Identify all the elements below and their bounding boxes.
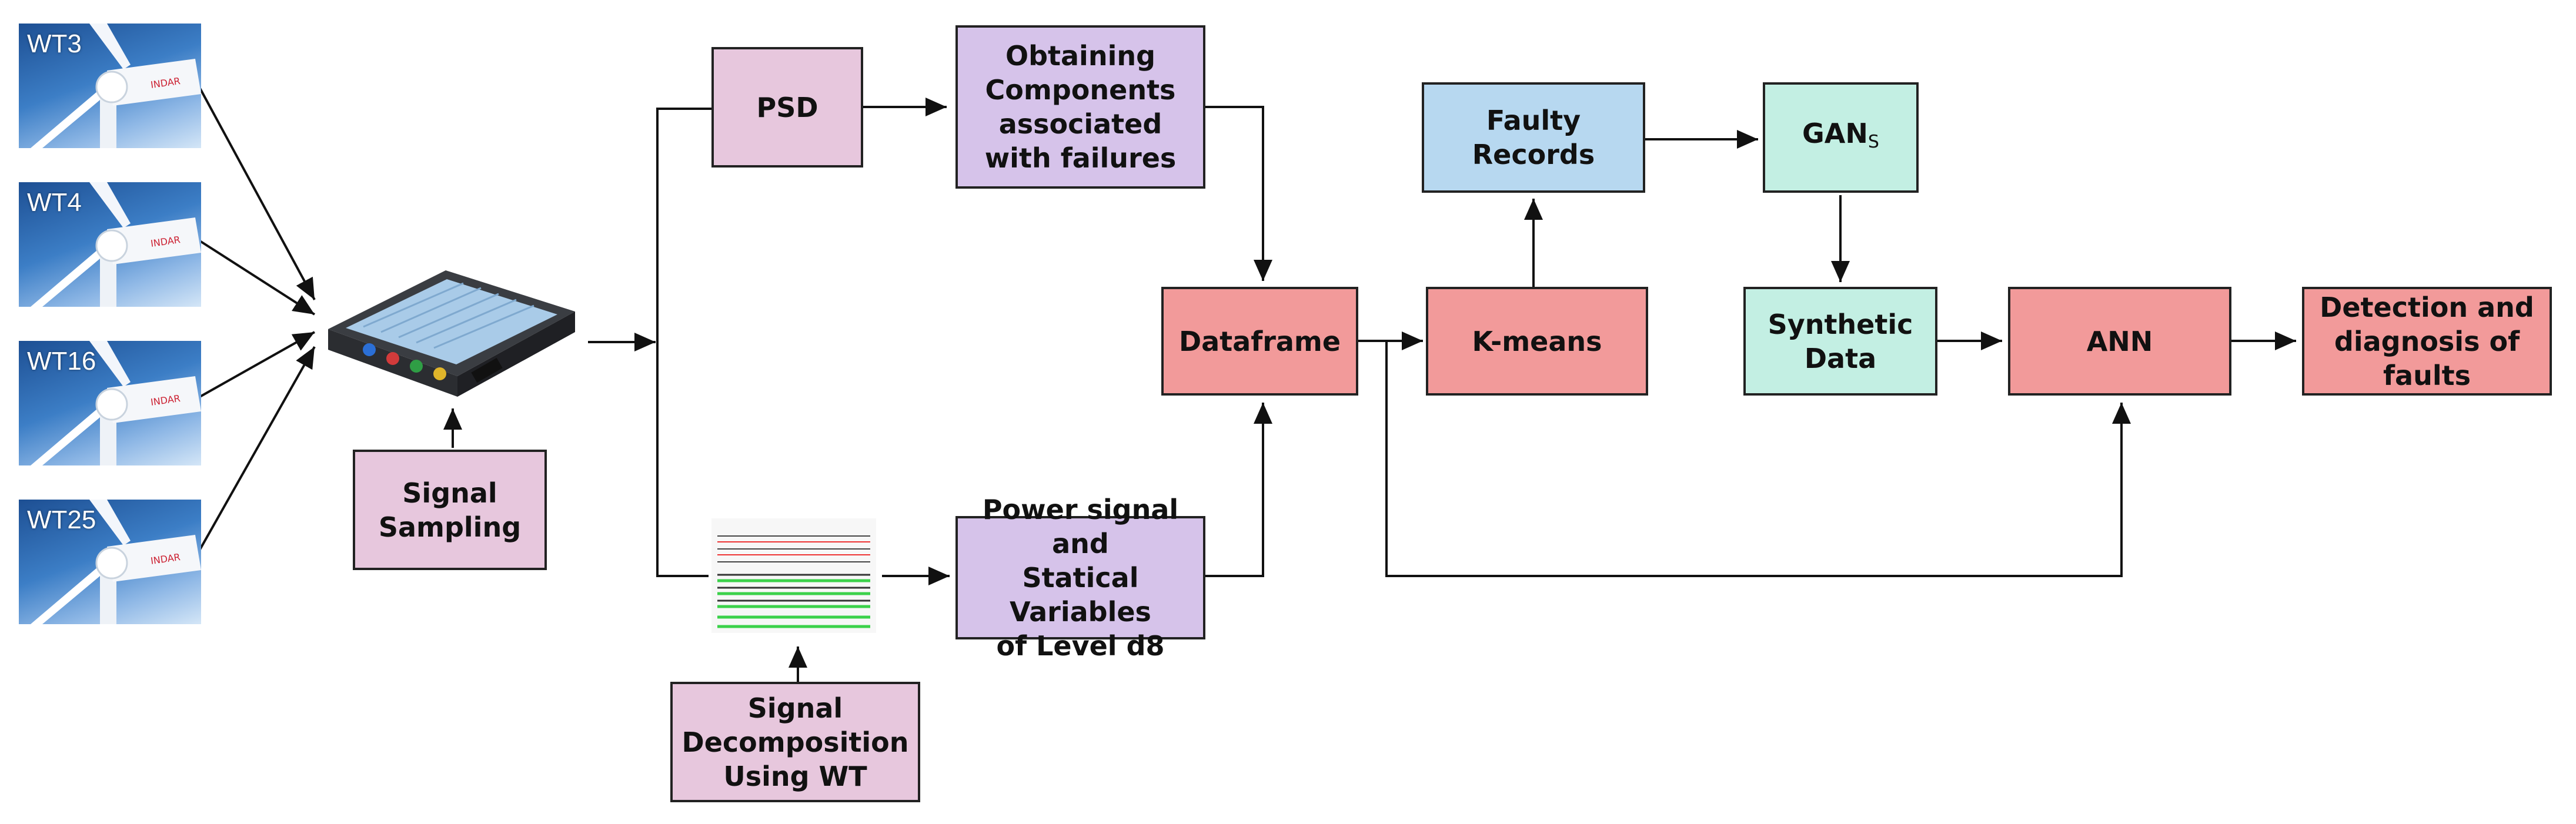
gans-subscript-text: S xyxy=(1867,131,1879,152)
wind-turbine-icon: INDAR xyxy=(31,24,201,148)
gans-label: GANS xyxy=(1802,116,1879,159)
dataframe-box: Dataframe xyxy=(1161,287,1358,396)
arrow-wt3-to-sampler xyxy=(199,88,316,300)
obtaining-components-label: Obtaining Components associated with fai… xyxy=(984,40,1177,174)
ann-box: ANN xyxy=(2008,287,2231,396)
faulty-records-label: Faulty Records xyxy=(1472,105,1595,170)
wind-turbine-icon: INDAR xyxy=(31,341,201,465)
obtaining-components-box: Obtaining Components associated with fai… xyxy=(955,25,1205,189)
wind-turbine-icon: INDAR xyxy=(31,500,201,624)
kmeans-label: K-means xyxy=(1472,325,1602,357)
faulty-records-box: Faulty Records xyxy=(1422,82,1645,193)
signal-decomposition-label: Signal Decomposition Using WT xyxy=(681,692,909,792)
wavelet-plot-icon xyxy=(711,518,876,633)
turbine-label: WT3 xyxy=(27,29,82,58)
arrow-wt4-to-sampler xyxy=(199,240,316,316)
arrow-wt25-to-sampler xyxy=(199,346,316,550)
synthetic-data-label: Synthetic Data xyxy=(1768,308,1913,374)
turbine-photo-wt3: INDAR WT3 xyxy=(19,24,201,148)
psd-label: PSD xyxy=(756,91,818,123)
detection-label: Detection and diagnosis of faults xyxy=(2320,291,2534,391)
detection-box: Detection and diagnosis of faults xyxy=(2302,287,2552,396)
arrow-components-to-dataframe xyxy=(1205,106,1272,281)
ann-label: ANN xyxy=(2086,325,2153,357)
turbine-label: WT25 xyxy=(27,505,96,534)
synthetic-data-box: Synthetic Data xyxy=(1743,287,1937,396)
arrow-dataframe-to-ann xyxy=(1385,341,2131,577)
turbine-label: WT4 xyxy=(27,188,82,217)
turbine-photo-wt25: INDAR WT25 xyxy=(19,500,201,624)
gans-box: GANS xyxy=(1763,82,1919,193)
signal-decomposition-box: Signal Decomposition Using WT xyxy=(670,682,920,802)
arrow-wt16-to-sampler xyxy=(199,331,315,398)
turbine-photo-wt16: INDAR WT16 xyxy=(19,341,201,465)
psd-box: PSD xyxy=(711,47,863,168)
oscilloscope-icon xyxy=(328,270,575,397)
dataframe-label: Dataframe xyxy=(1178,325,1341,357)
gans-main-text: GAN xyxy=(1802,117,1868,149)
wind-turbine-icon: INDAR xyxy=(31,182,201,307)
power-signal-label: Power signal and Statical Variables of L… xyxy=(982,494,1179,662)
kmeans-box: K-means xyxy=(1426,287,1648,396)
signal-sampling-label: Signal Sampling xyxy=(378,477,522,543)
power-signal-box: Power signal and Statical Variables of L… xyxy=(955,494,1205,662)
arrow-power-to-dataframe xyxy=(1205,403,1272,577)
signal-sampling-box: Signal Sampling xyxy=(353,450,547,570)
split-line xyxy=(656,108,711,577)
turbine-photo-wt4: INDAR WT4 xyxy=(19,182,201,307)
turbine-label: WT16 xyxy=(27,347,96,376)
